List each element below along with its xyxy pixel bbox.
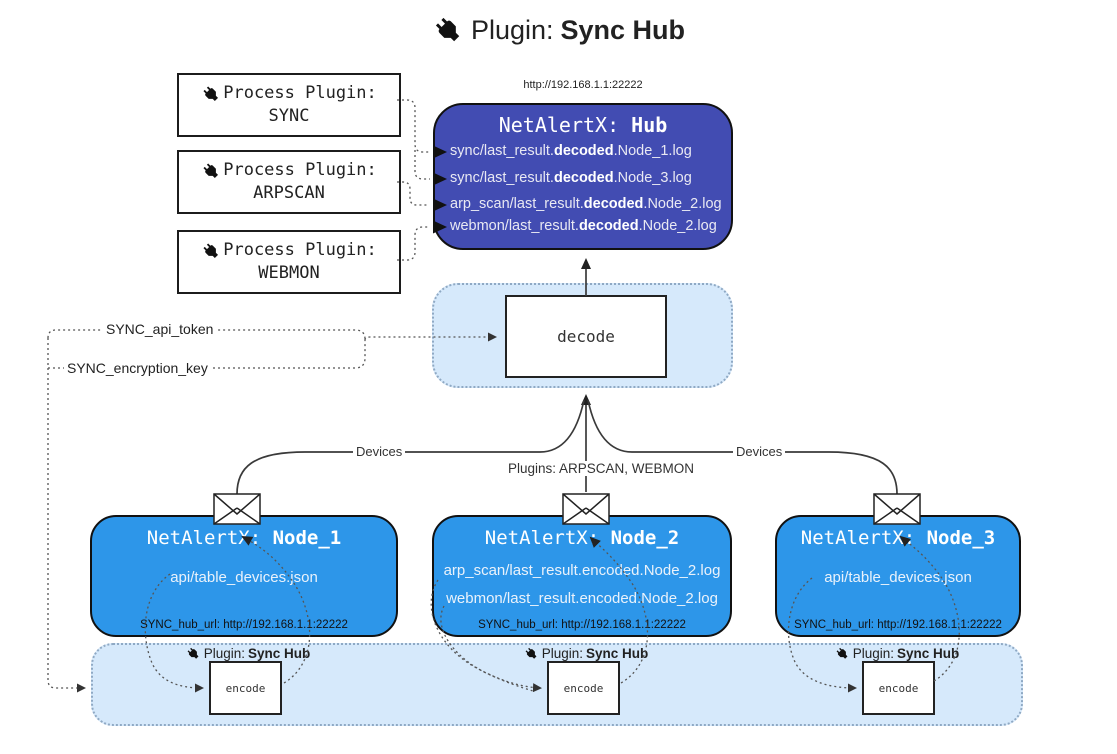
hub-url-label: http://192.168.1.1:22222 xyxy=(523,79,643,91)
node-1-hub-url: SYNC_hub_url: http://192.168.1.1:22222 xyxy=(140,619,348,631)
node-1-title: NetAlertX: Node_1 xyxy=(146,527,342,549)
node-3-file: api/table_devices.json xyxy=(824,569,972,586)
node-2-file-2: webmon/last_result.encoded.Node_2.log xyxy=(446,590,718,607)
plug-icon xyxy=(201,241,221,261)
process-plugin-webmon-name: WEBMON xyxy=(258,263,320,283)
node-2-file-1: arp_scan/last_result.encoded.Node_2.log xyxy=(443,562,721,579)
process-plugin-webmon-box: Process Plugin: WEBMON xyxy=(177,230,401,294)
band-plugin-label-1: Plugin: Sync Hub xyxy=(186,646,310,661)
sync-encryption-key-label: SYNC_encryption_key xyxy=(64,360,211,376)
band-plugin-label-2: Plugin: Sync Hub xyxy=(524,646,648,661)
page-title-bold: Sync Hub xyxy=(560,14,686,45)
plugin-to-hub-connectors xyxy=(397,99,430,261)
encode-box-node-3: encode xyxy=(862,661,935,715)
hub-log-line: arp_scan/last_result.decoded.Node_2.log xyxy=(450,196,722,212)
devices-label-right: Devices xyxy=(733,444,786,459)
hub-box xyxy=(433,103,733,250)
encode-box-node-2: encode xyxy=(547,661,620,715)
hub-log-line: sync/last_result.decoded.Node_3.log xyxy=(450,170,692,186)
node-2-title: NetAlertX: Node_2 xyxy=(484,527,680,549)
plugins-label: Plugins: ARPSCAN, WEBMON xyxy=(505,461,698,476)
decode-box: decode xyxy=(505,295,667,378)
hub-log-line: sync/last_result.decoded.Node_1.log xyxy=(450,143,692,159)
node-3-hub-url: SYNC_hub_url: http://192.168.1.1:22222 xyxy=(794,619,1002,631)
page-title: Plugin: Sync Hub xyxy=(0,14,1117,46)
process-plugin-webmon-label: Process Plugin: xyxy=(201,239,377,262)
sync-api-token-label: SYNC_api_token xyxy=(103,321,217,337)
process-plugin-arpscan-name: ARPSCAN xyxy=(253,183,325,203)
page-title-prefix: Plugin: xyxy=(470,14,554,45)
hub-title: NetAlertX: Hub xyxy=(498,113,668,137)
process-plugin-sync-name: SYNC xyxy=(268,106,310,126)
plug-icon xyxy=(835,646,850,661)
devices-label-left: Devices xyxy=(353,444,406,459)
plug-icon xyxy=(201,84,221,104)
process-plugin-arpscan-label: Process Plugin: xyxy=(201,159,377,182)
encode-box-node-1: encode xyxy=(209,661,282,715)
hub-log-line: webmon/last_result.decoded.Node_2.log xyxy=(450,218,717,234)
process-plugin-arpscan-box: Process Plugin: ARPSCAN xyxy=(177,150,401,214)
node-1-file: api/table_devices.json xyxy=(170,569,318,586)
plug-icon xyxy=(186,646,201,661)
plug-icon xyxy=(201,161,221,181)
process-plugin-sync-label: Process Plugin: xyxy=(201,82,377,105)
band-plugin-label-3: Plugin: Sync Hub xyxy=(835,646,959,661)
process-plugin-sync-box: Process Plugin: SYNC xyxy=(177,73,401,137)
plug-icon xyxy=(524,646,539,661)
node-3-title: NetAlertX: Node_3 xyxy=(800,527,996,549)
node-2-hub-url: SYNC_hub_url: http://192.168.1.1:22222 xyxy=(478,619,686,631)
plug-icon xyxy=(432,14,464,46)
